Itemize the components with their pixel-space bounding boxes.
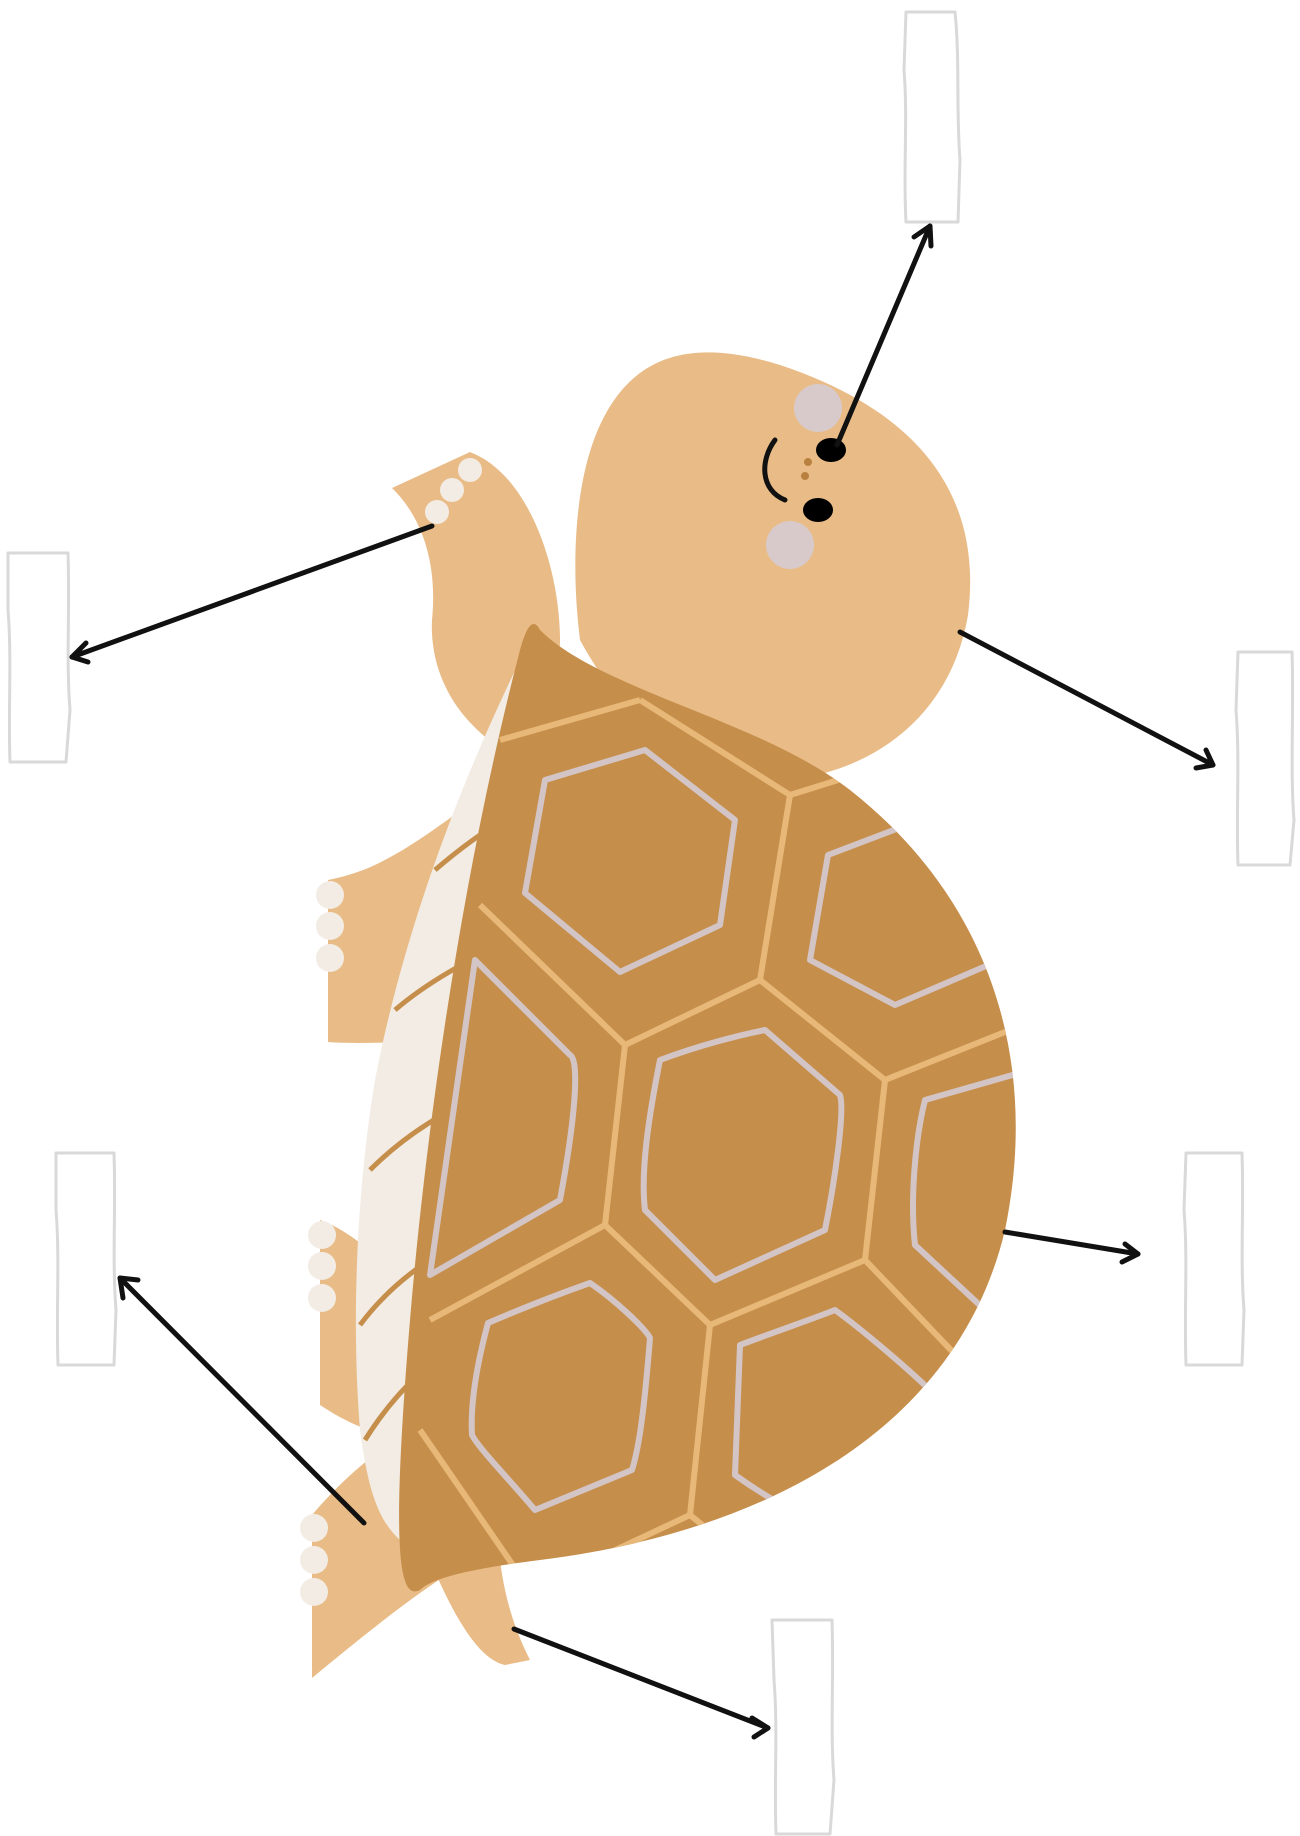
arrow-icon [1005, 1232, 1138, 1254]
label-box-neck-frame [1236, 652, 1294, 865]
claw [308, 1284, 336, 1312]
arrow-shell [1005, 1232, 1138, 1262]
label-box-shell-frame [1184, 1153, 1244, 1365]
arrow-icon [837, 226, 930, 445]
label-box-shell[interactable] [1184, 1153, 1244, 1365]
back-left-flipper-claws [308, 1221, 336, 1312]
shell-seam [690, 1515, 770, 1580]
claw [316, 944, 344, 972]
claw [300, 1546, 328, 1574]
arrow-icon [960, 632, 1213, 765]
claw [308, 1252, 336, 1280]
label-box-front-left-flipper[interactable] [8, 553, 70, 762]
arrow-head [837, 226, 931, 445]
claw [440, 478, 464, 502]
claw [425, 500, 449, 524]
label-box-tail[interactable] [772, 1620, 834, 1834]
label-box-back-left-flipper[interactable] [56, 1153, 116, 1365]
arrow-front-left-flipper [72, 526, 432, 662]
left-middle-flipper-claws [316, 881, 344, 972]
claw [316, 912, 344, 940]
bottom-flipper-claws [300, 1514, 328, 1606]
lower-cheek [766, 521, 814, 569]
arrow-neck [960, 632, 1213, 768]
lower-eye [803, 498, 833, 522]
arrow-icon [72, 526, 432, 657]
claw [300, 1578, 328, 1606]
label-box-back-left-flipper-frame [56, 1153, 116, 1365]
freckle [804, 458, 812, 466]
label-box-front-left-flipper-frame [8, 553, 70, 762]
arrow-icon [514, 1629, 768, 1728]
upper-cheek [794, 384, 842, 432]
label-box-neck[interactable] [1236, 652, 1294, 865]
upper-eye [816, 438, 846, 462]
label-box-head[interactable] [904, 12, 960, 222]
label-box-tail-frame [772, 1620, 834, 1834]
claw [316, 881, 344, 909]
arrow-tail [514, 1629, 768, 1737]
shell [399, 624, 1030, 1591]
label-box-head-frame [904, 12, 960, 222]
freckle [801, 472, 809, 480]
claw [308, 1221, 336, 1249]
claw [458, 458, 482, 482]
claw [300, 1514, 328, 1542]
